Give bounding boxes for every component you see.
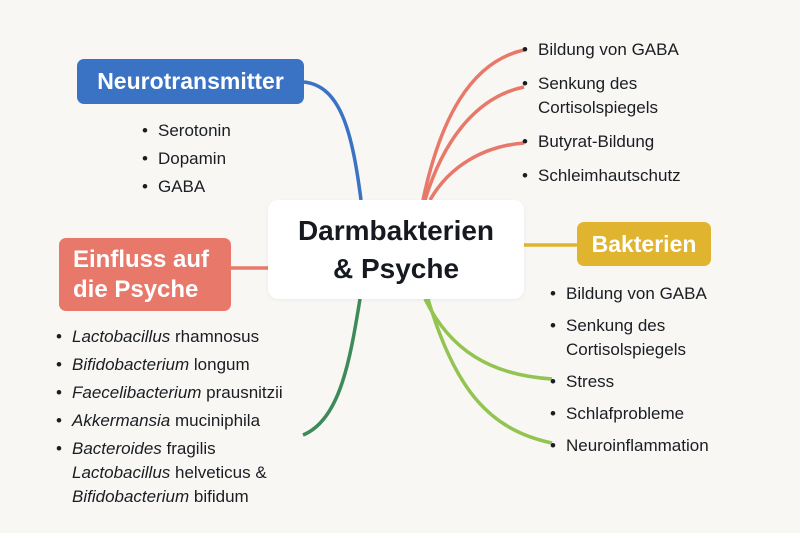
genus: Lactobacillus bbox=[72, 327, 171, 346]
species: muciniphila bbox=[170, 411, 261, 430]
link-top-3 bbox=[428, 141, 525, 201]
link-bottom-2 bbox=[426, 298, 553, 445]
list-item: Serotonin bbox=[140, 119, 231, 143]
list-item: Butyrat-Bildung bbox=[520, 130, 681, 154]
list-item: Schlafprobleme bbox=[548, 402, 709, 426]
list-item-line: Cortisolspiegels bbox=[566, 340, 686, 359]
species: helveticus & bbox=[170, 463, 267, 482]
node-neurotransmitter-label: Neurotransmitter bbox=[97, 68, 284, 94]
list-item: Neuroinflammation bbox=[548, 434, 709, 458]
species: rhamnosus bbox=[170, 327, 260, 346]
link-neurotransmitter bbox=[303, 80, 363, 201]
list-item: Bildung von GABA bbox=[520, 38, 681, 62]
node-bakterien-label: Bakterien bbox=[591, 230, 697, 257]
species-list: Lactobacillus rhamnosus Bifidobacterium … bbox=[54, 325, 283, 513]
list-item: Bacteroides fragilis Lactobacillus helve… bbox=[54, 437, 283, 509]
node-psyche-label-line1: Einfluss auf bbox=[73, 245, 210, 273]
list-item: Akkermansia muciniphila bbox=[54, 409, 283, 433]
effects-list-top: Bildung von GABA Senkung des Cortisolspi… bbox=[520, 38, 681, 198]
list-item: Senkung des Cortisolspiegels bbox=[548, 314, 709, 362]
list-item: Schleimhautschutz bbox=[520, 164, 681, 188]
link-top-1 bbox=[421, 48, 525, 201]
species: prausnitzii bbox=[201, 383, 283, 402]
list-item-line: Cortisolspiegels bbox=[538, 98, 658, 117]
list-item: Faecelibacterium prausnitzii bbox=[54, 381, 283, 405]
list-item: Bifidobacterium longum bbox=[54, 353, 283, 377]
list-item: Bildung von GABA bbox=[548, 282, 709, 306]
node-einfluss-psyche: Einfluss auf die Psyche bbox=[59, 238, 231, 311]
species: fragilis bbox=[161, 439, 216, 458]
genus: Lactobacillus bbox=[72, 463, 171, 482]
genus: Bacteroides bbox=[72, 439, 162, 458]
list-item-line: Senkung des bbox=[538, 74, 638, 93]
link-bottom-1 bbox=[423, 298, 553, 381]
list-item: Dopamin bbox=[140, 147, 231, 171]
central-title-line1: Darmbakterien bbox=[297, 214, 495, 246]
list-item-line: Senkung des bbox=[566, 316, 666, 335]
central-node: Darmbakterien & Psyche bbox=[268, 200, 524, 299]
link-top-2 bbox=[423, 85, 525, 201]
genus: Bifidobacterium bbox=[72, 355, 190, 374]
neurotransmitter-list: Serotonin Dopamin GABA bbox=[140, 119, 231, 203]
list-item: Senkung des Cortisolspiegels bbox=[520, 72, 681, 120]
species: longum bbox=[189, 355, 250, 374]
link-species bbox=[302, 298, 362, 437]
list-item: GABA bbox=[140, 175, 231, 199]
node-neurotransmitter: Neurotransmitter bbox=[77, 59, 304, 104]
genus: Faecelibacterium bbox=[72, 383, 202, 402]
list-item: Stress bbox=[548, 370, 709, 394]
node-psyche-label-line2: die Psyche bbox=[73, 275, 199, 303]
node-bakterien: Bakterien bbox=[577, 222, 711, 266]
list-item: Lactobacillus rhamnosus bbox=[54, 325, 283, 349]
effects-list-bottom: Bildung von GABA Senkung des Cortisolspi… bbox=[548, 282, 709, 466]
species: bifidum bbox=[189, 487, 249, 506]
genus: Akkermansia bbox=[72, 411, 171, 430]
genus: Bifidobacterium bbox=[72, 487, 190, 506]
central-title-line2: & Psyche bbox=[332, 252, 460, 284]
